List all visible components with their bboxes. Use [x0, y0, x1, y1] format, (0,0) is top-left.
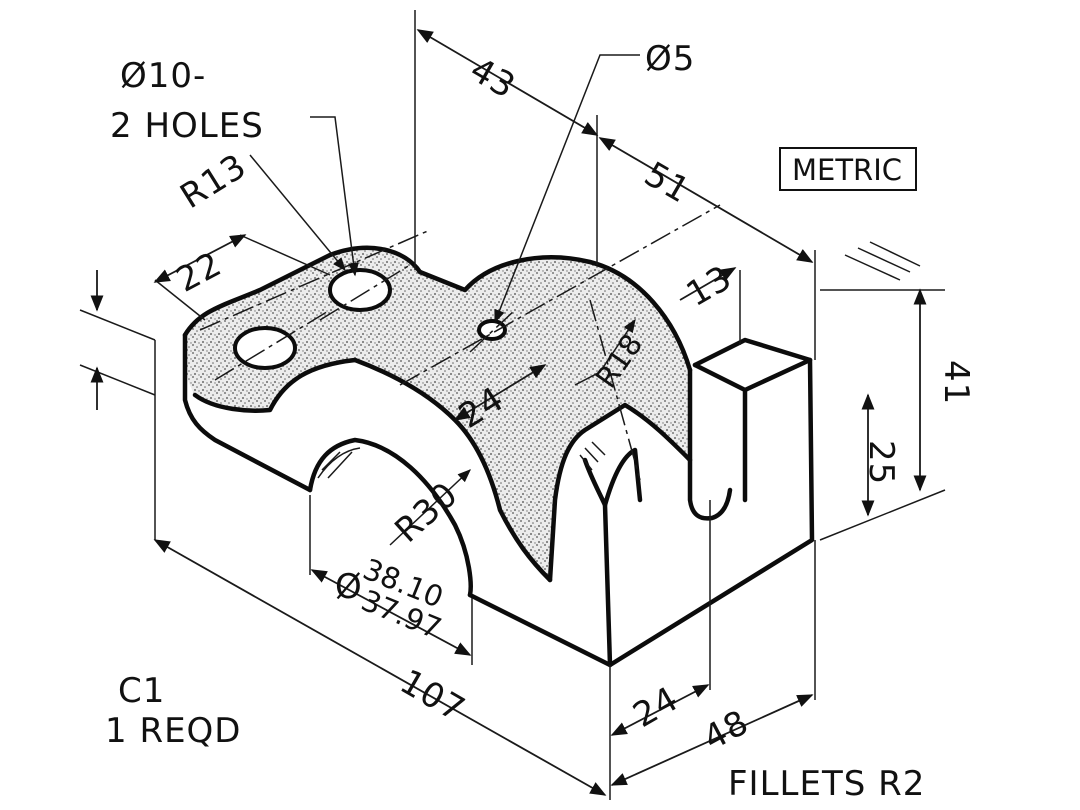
dim-107: 107	[393, 662, 472, 731]
metric-label: METRIC	[792, 153, 902, 187]
small-hole-label: Ø5	[645, 39, 695, 79]
hole-right	[328, 268, 392, 312]
left-top-surface	[183, 247, 466, 411]
dim-48: 48	[697, 702, 756, 759]
dim-22: 22	[170, 244, 229, 301]
dim-41: 41	[936, 360, 976, 405]
hole-left	[233, 326, 297, 370]
dim-24-bottom: 24	[627, 679, 686, 736]
dim-r13: R13	[173, 146, 253, 217]
holes	[233, 268, 507, 370]
dim-r30: R30	[387, 474, 466, 550]
dim-51: 51	[638, 154, 697, 211]
fillets-note: FILLETS R2	[728, 764, 925, 804]
dimension-lines	[79, 10, 946, 800]
quantity: 1 REQD	[105, 711, 242, 751]
part-id: C1	[118, 671, 165, 711]
hole-note-line2: 2 HOLES	[110, 106, 264, 146]
dim-25: 25	[861, 440, 901, 485]
dim-13: 13	[680, 258, 739, 315]
bore-symbol: Ø	[335, 567, 363, 607]
part-outline	[182, 245, 815, 668]
metric-box	[779, 147, 917, 191]
hole-note-line1: Ø10-	[120, 56, 206, 96]
dim-43: 43	[463, 50, 522, 107]
